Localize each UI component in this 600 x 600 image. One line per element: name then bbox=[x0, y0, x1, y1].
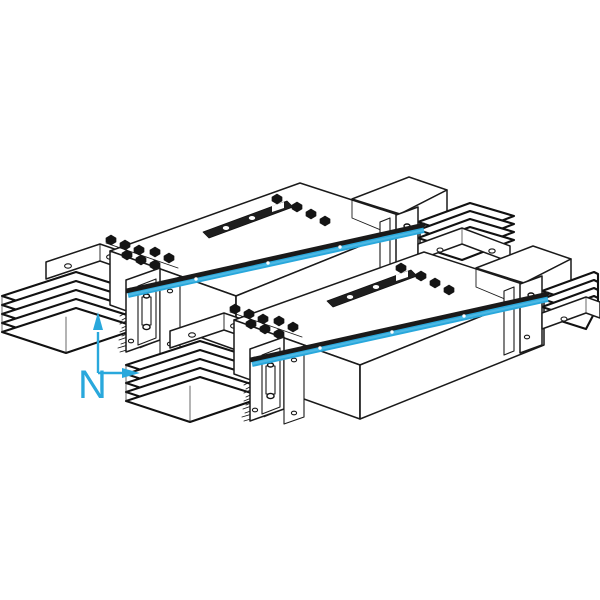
lower-left-endplate bbox=[249, 336, 285, 422]
bolt-icon bbox=[395, 262, 407, 274]
bolt-icon bbox=[121, 249, 133, 261]
bolt-icon bbox=[271, 193, 283, 205]
bolt-icon bbox=[135, 254, 147, 266]
upper-top-bolts bbox=[271, 193, 331, 227]
lower-neutral-accent-stripe bbox=[251, 296, 549, 367]
bolt-icon bbox=[163, 252, 175, 264]
bolt-icon bbox=[287, 321, 299, 333]
lower-top-bolts bbox=[395, 262, 455, 296]
arrow-head-icon bbox=[122, 368, 140, 378]
bolt-icon bbox=[119, 239, 131, 251]
lower-side-rail bbox=[249, 291, 549, 363]
bolt-icon bbox=[243, 308, 255, 320]
bolt-icon bbox=[443, 284, 455, 296]
bolt-icon bbox=[133, 244, 145, 256]
neutral-leader-upper bbox=[93, 312, 103, 373]
bolt-icon bbox=[105, 234, 117, 246]
bolt-icon bbox=[273, 328, 285, 340]
bolt-icon bbox=[291, 201, 303, 213]
bolt-icon bbox=[149, 246, 161, 258]
bolt-icon bbox=[245, 318, 257, 330]
bolt-icon bbox=[273, 315, 285, 327]
neutral-leader-lower bbox=[98, 368, 140, 378]
bolt-icon bbox=[319, 215, 331, 227]
neutral-callout: N bbox=[78, 312, 140, 407]
conductor-bar-stack-lower-left bbox=[124, 339, 266, 424]
bolt-icon bbox=[305, 208, 317, 220]
lower-trunking-unit bbox=[124, 245, 600, 425]
bolt-icon bbox=[415, 270, 427, 282]
arrow-head-icon bbox=[93, 312, 103, 330]
upper-neutral-accent-stripe bbox=[127, 227, 425, 298]
bolt-icon bbox=[149, 259, 161, 271]
upper-joint-bolts bbox=[105, 234, 179, 271]
upper-left-endplate bbox=[125, 267, 161, 353]
bolt-icon bbox=[429, 277, 441, 289]
neutral-label: N bbox=[78, 363, 107, 407]
lower-joint-bolts bbox=[229, 303, 303, 340]
bolt-icon bbox=[257, 313, 269, 325]
bolt-icon bbox=[259, 323, 271, 335]
upper-side-rail bbox=[125, 222, 425, 294]
bolt-icon bbox=[229, 303, 241, 315]
